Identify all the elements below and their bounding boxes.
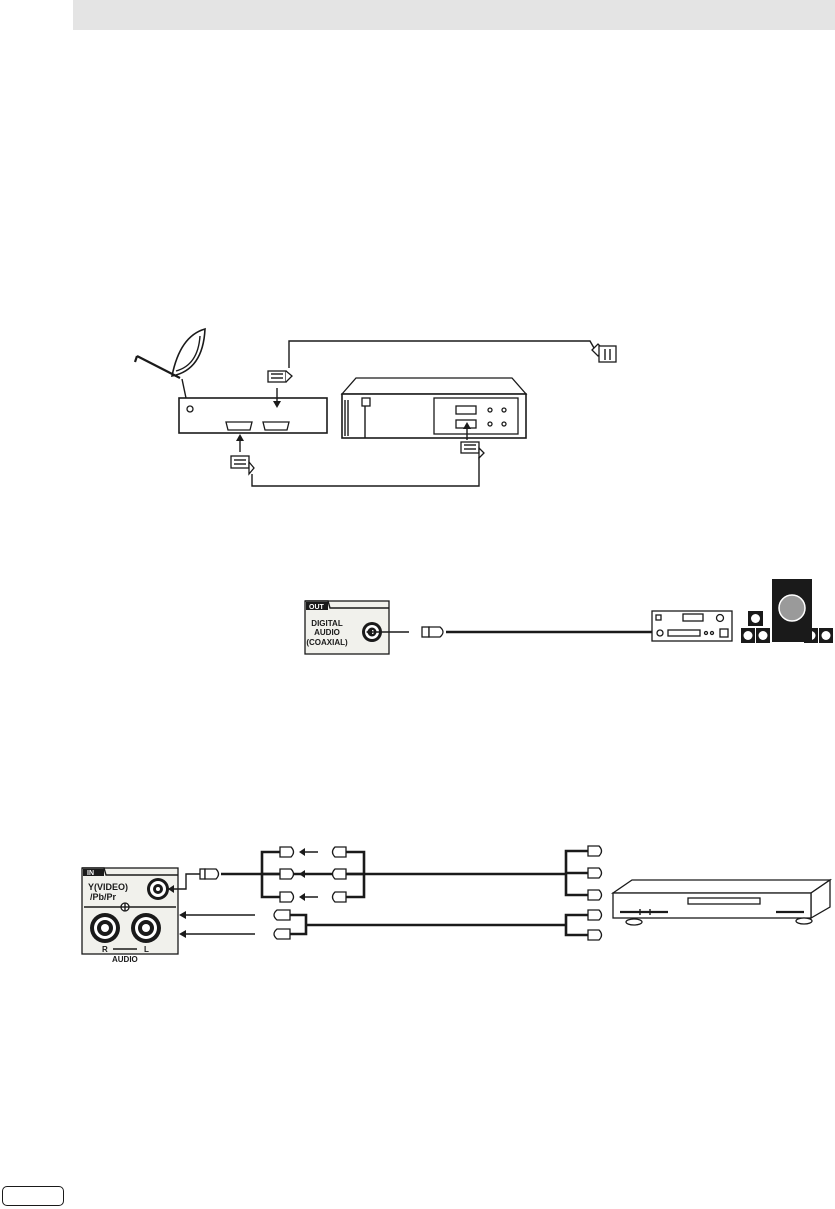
component-input-panel: IN Y(VIDEO) /Pb/Pr R L AUDIO: [82, 868, 178, 964]
video-input-label-1: Y(VIDEO): [88, 882, 128, 892]
rca-plug-icon: [422, 627, 443, 637]
scart-connection-diagram: [0, 320, 835, 500]
audio-right-jack: [90, 913, 120, 943]
out-section-label: OUT: [309, 604, 325, 611]
scart-plug-icon: [231, 456, 254, 474]
component-connection-diagram: IN Y(VIDEO) /Pb/Pr R L AUDIO: [0, 838, 835, 958]
audio-left-jack: [131, 913, 161, 943]
audio-section-label: AUDIO: [112, 955, 138, 964]
coax-port-label-3: (COAXIAL): [306, 638, 348, 647]
header-band: [73, 0, 835, 30]
scart-plug-icon: [461, 442, 484, 458]
rca-plug-icon: [280, 847, 294, 902]
audio-right-label: R: [102, 945, 108, 954]
scart-plug-icon: [268, 371, 292, 382]
rca-plug-icon: [274, 910, 290, 939]
dvd-player-icon: [613, 880, 830, 925]
subwoofer-icon: [772, 579, 812, 642]
coaxial-connection-diagram: OUT DIGITAL AUDIO (COAXIAL): [0, 572, 835, 662]
vcr-icon: [342, 378, 526, 438]
rca-plug-icon: [200, 869, 219, 879]
audio-left-label: L: [144, 945, 149, 954]
digital-audio-out-panel: OUT DIGITAL AUDIO (COAXIAL): [305, 601, 389, 654]
video-jack: [147, 878, 169, 900]
scart-plug-icon: [592, 344, 616, 362]
video-input-label-2: /Pb/Pr: [90, 892, 117, 902]
coax-port-label-2: AUDIO: [314, 628, 340, 637]
rca-plug-icon: [588, 910, 602, 940]
coax-port-label-1: DIGITAL: [311, 619, 343, 628]
rca-plug-icon: [588, 846, 602, 900]
page-number-tab: [2, 1186, 64, 1206]
in-section-label: IN: [87, 870, 94, 877]
satellite-receiver: [179, 398, 327, 433]
satellite-dish-icon: [135, 329, 205, 398]
receiver-icon: [652, 611, 732, 641]
rca-plug-icon: [333, 847, 347, 902]
